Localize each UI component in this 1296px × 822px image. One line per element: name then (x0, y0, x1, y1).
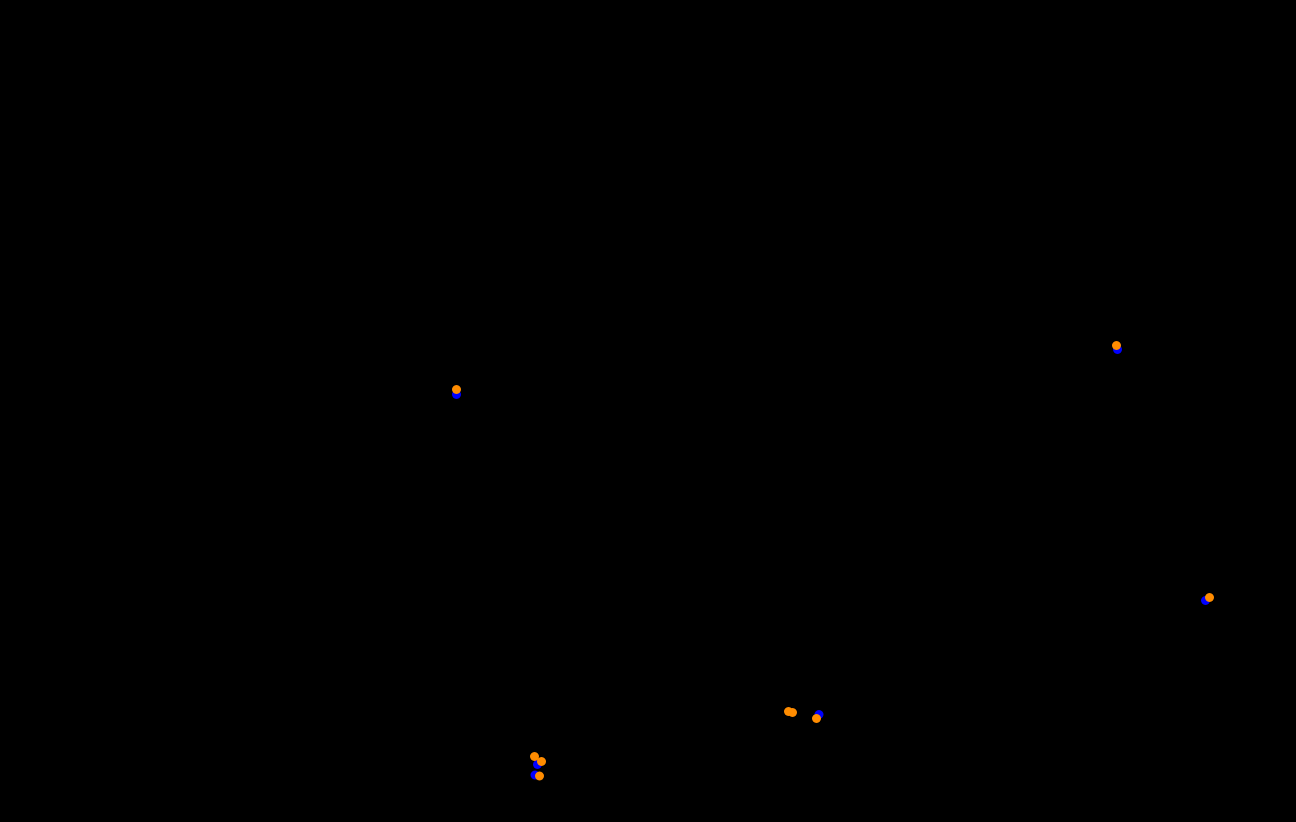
scatter-point-orange-markers (530, 752, 539, 761)
scatter-point-orange-markers (788, 708, 797, 717)
scatter-point-orange-markers (1205, 593, 1214, 602)
scatter-point-orange-markers (537, 757, 546, 766)
scatter-point-orange-markers (812, 714, 821, 723)
scatter-point-orange-markers (535, 771, 544, 781)
scatter-point-orange-markers (452, 385, 461, 394)
scatter-point-orange-markers (1112, 341, 1121, 350)
